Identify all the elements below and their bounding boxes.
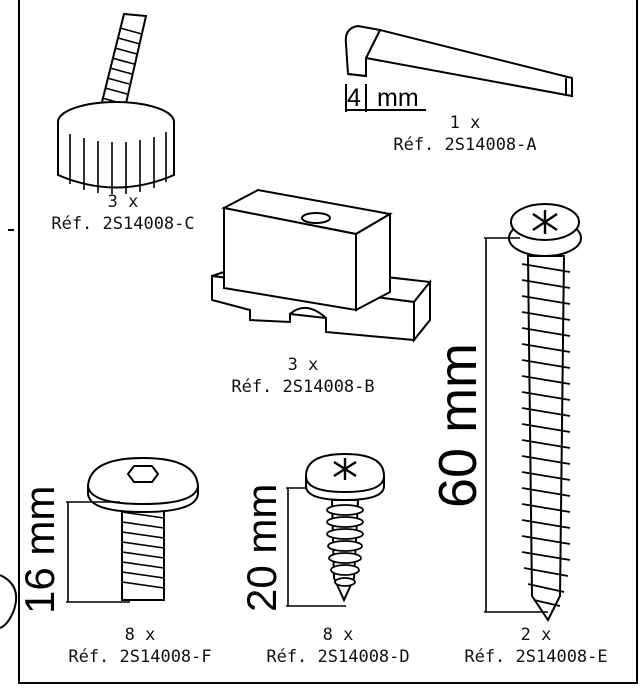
- part-a-qty: 1 x: [449, 113, 481, 133]
- parts-panel: [18, 0, 638, 684]
- wood-screw-icon: [508, 203, 582, 622]
- part-c-caption: 3 x Réf. 2S14008-C: [28, 191, 218, 235]
- part-f-ref: Réf. 2S14008-F: [68, 647, 212, 667]
- part-b-qty: 3 x: [287, 355, 319, 375]
- part-a-ref: Réf. 2S14008-A: [393, 135, 537, 155]
- size-label-f: 16 mm: [16, 485, 63, 614]
- short-screw-icon: [305, 452, 385, 603]
- part-d-qty: 8 x: [322, 625, 354, 645]
- part-c-qty: 3 x: [107, 192, 139, 212]
- part-f-caption: 8 x Réf. 2S14008-F: [42, 624, 238, 668]
- part-c-ref: Réf. 2S14008-C: [51, 214, 195, 234]
- part-b-caption: 3 x Réf. 2S14008-B: [198, 354, 408, 398]
- bracket-block-icon: [211, 188, 432, 343]
- size-label-a-unit: mm: [377, 84, 419, 112]
- part-d-caption: 8 x Réf. 2S14008-D: [240, 624, 436, 668]
- size-label-e: 60 mm: [428, 342, 488, 508]
- bolt-icon: [87, 456, 199, 601]
- hex-key-icon: [344, 24, 573, 98]
- size-label-a-number: 4: [347, 84, 361, 112]
- part-f-qty: 8 x: [124, 625, 156, 645]
- part-e-caption: 2 x Réf. 2S14008-E: [438, 624, 634, 668]
- thumb-screw-icon: [57, 12, 175, 194]
- part-e-ref: Réf. 2S14008-E: [464, 647, 608, 667]
- part-b-ref: Réf. 2S14008-B: [231, 377, 375, 397]
- size-label-d: 20 mm: [238, 483, 285, 612]
- part-a-caption: 1 x Réf. 2S14008-A: [360, 112, 570, 156]
- part-d-ref: Réf. 2S14008-D: [266, 647, 410, 667]
- part-e-qty: 2 x: [520, 625, 552, 645]
